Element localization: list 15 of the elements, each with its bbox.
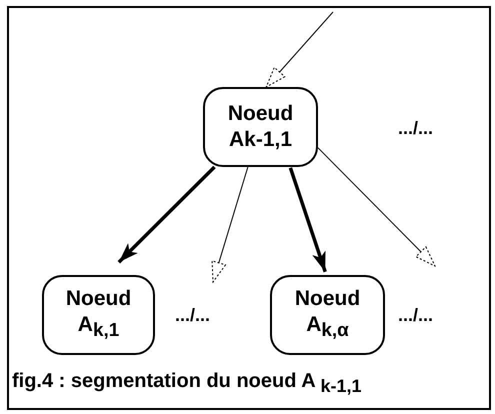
ellipsis-label: .../... [398, 118, 434, 139]
arrow [118, 166, 216, 264]
arrow [318, 147, 436, 266]
arrow [288, 167, 327, 272]
ellipsis-label: .../... [175, 305, 210, 326]
figure-caption: fig.4 : segmentation du noeud A $_{k-1,1}$ [12, 370, 362, 397]
arrow [266, 12, 334, 88]
node-label: Noeud A$_{k,1}$ [64, 286, 132, 344]
node-box [42, 275, 155, 355]
node-label: Noeud A$_{k,α}$ [294, 286, 362, 344]
node-box [270, 275, 385, 355]
node-label: Noeud Ak-1,1 [226, 101, 294, 153]
ellipsis-label: .../... [398, 305, 434, 326]
node-box [203, 87, 318, 167]
arrow [212, 166, 248, 282]
